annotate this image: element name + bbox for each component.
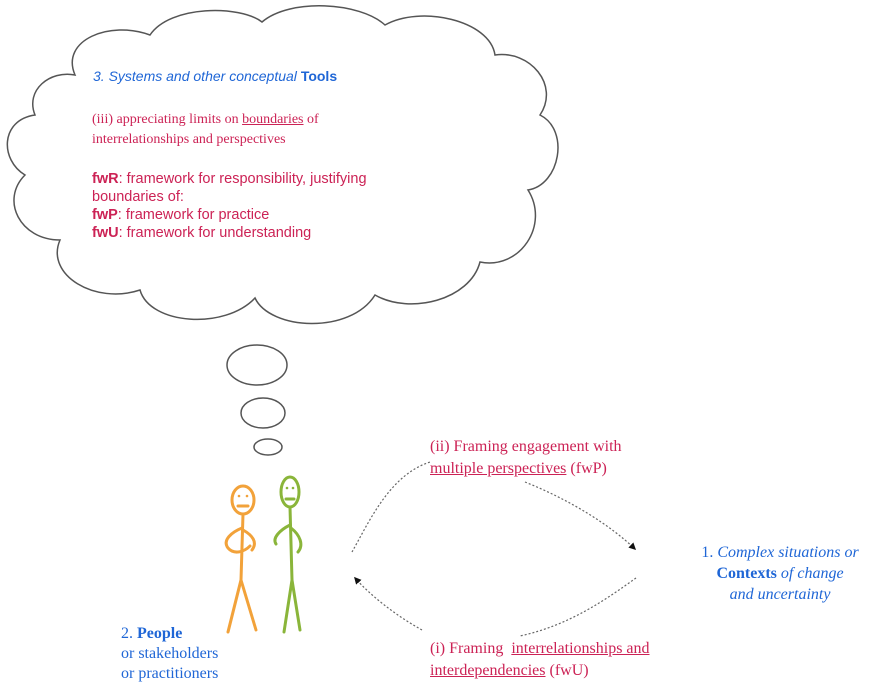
- person-figure-orange: [224, 484, 258, 634]
- people-bold: People: [137, 625, 183, 642]
- fwR-entry: fwR: framework for responsibility, justi…: [92, 171, 367, 205]
- interrelationships-underlined: interrelationships and: [511, 640, 650, 657]
- framing-bottom-label: (i) Framing interrelationships and inter…: [430, 640, 650, 679]
- heading-italic: Systems and other conceptual: [108, 68, 297, 84]
- people-number: 2.: [121, 625, 133, 642]
- fwP-entry: fwP: framework for practice: [92, 207, 270, 223]
- bubble-medium: [240, 397, 286, 429]
- people-label: 2. People or stakeholders or practitione…: [121, 625, 219, 682]
- arrow-bottom-to-people: [354, 576, 423, 631]
- thought-bubbles: [226, 344, 288, 456]
- arrow-contexts-to-bottom: [519, 577, 637, 637]
- multiple-perspectives-underlined: multiple perspectives: [430, 460, 567, 477]
- cloud-frameworks: fwR: framework for responsibility, justi…: [92, 170, 367, 242]
- arrow-top-to-contexts: [524, 481, 637, 550]
- cycle-arrows: [351, 461, 637, 637]
- thought-cloud: [6, 5, 559, 325]
- arrow-people-to-top: [351, 461, 431, 553]
- heading-tools: Tools: [300, 68, 338, 84]
- heading-number: 3.: [93, 68, 105, 84]
- contexts-number: 1.: [701, 544, 714, 561]
- contexts-label: 1. Complex situations or Contexts of cha…: [701, 544, 859, 603]
- bubble-small: [253, 438, 283, 456]
- fwU-entry: fwU: framework for understanding: [92, 225, 312, 241]
- bubble-large: [226, 344, 288, 386]
- framing-top-label: (ii) Framing engagement with multiple pe…: [430, 438, 622, 477]
- cloud-heading: 3. Systems and other conceptual Tools: [93, 67, 337, 85]
- cloud-limits-text: (iii) appreciating limits on boundaries …: [92, 112, 319, 147]
- person-figure-green: [273, 475, 303, 634]
- boundaries-underlined: boundaries: [242, 112, 304, 127]
- interdependencies-underlined: interdependencies: [430, 662, 546, 679]
- contexts-bold: Contexts: [716, 565, 777, 582]
